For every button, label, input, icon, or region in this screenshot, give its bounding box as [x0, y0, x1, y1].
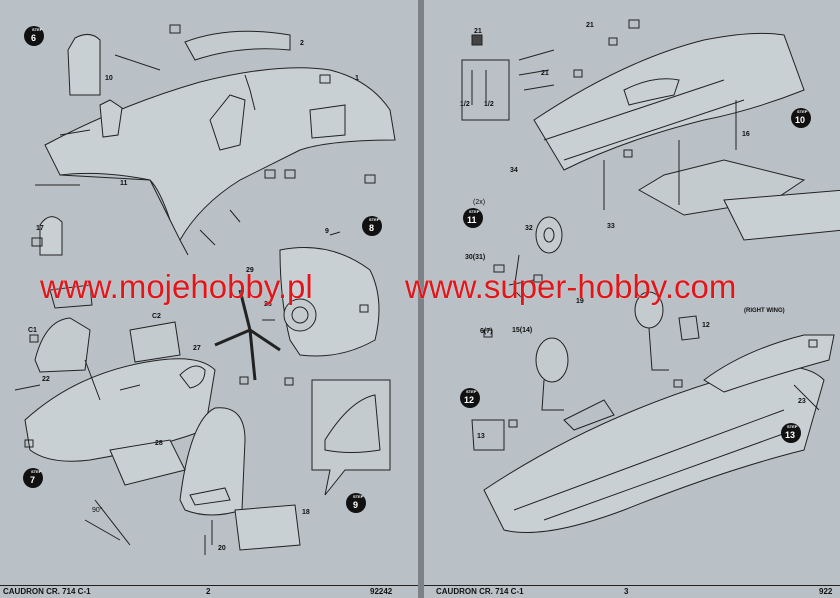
step-11-label: STEP [469, 209, 480, 214]
part-number: 17 [36, 225, 44, 232]
wing-side-label: (RIGHT WING) [744, 308, 785, 314]
left-instruction-page: STEP 6 STEP 7 STEP 8 STEP 9 1 2 10 11 17… [0, 0, 418, 598]
watermark: www.mojehobby.pl www.super-hobby.com [40, 268, 820, 308]
angle-label: 90° [92, 506, 103, 514]
part-number: 21 [474, 28, 482, 35]
part-number: 15(14) [512, 327, 532, 334]
part-number: 33 [607, 223, 615, 230]
left-page-footer: CAUDRON CR. 714 C-1 2 92242 [0, 585, 418, 598]
left-assembly-drawing: STEP 6 STEP 7 STEP 8 STEP 9 1 2 10 11 17… [14, 24, 396, 555]
part-number: 21 [541, 70, 549, 77]
right-page-footer: CAUDRON CR. 714 C-1 3 922 [424, 585, 840, 598]
step-11-number: 11 [467, 215, 477, 225]
left-footer-code: 92242 [370, 587, 393, 596]
right-footer-page-number: 3 [624, 587, 629, 596]
part-number: 2 [300, 40, 304, 47]
left-footer-page-number: 2 [206, 587, 211, 596]
step-6-label: STEP [32, 27, 43, 32]
step-10-marker [791, 108, 811, 128]
step-6-marker [24, 26, 44, 46]
step-12-number: 12 [464, 395, 474, 405]
step-8-number: 8 [369, 223, 374, 233]
part-number: 13 [477, 433, 485, 440]
part-number: 32 [525, 225, 533, 232]
part-number: 21 [586, 22, 594, 29]
watermark-right-url: www.super-hobby.com [405, 268, 737, 305]
step-13-number: 13 [785, 430, 795, 440]
quantity-label: (2x) [473, 199, 485, 206]
page-gutter [418, 0, 424, 598]
part-number: 30(31) [465, 254, 485, 261]
step-12-label: STEP [466, 389, 477, 394]
step-markers-right [460, 108, 811, 443]
part-number: 19 [576, 298, 584, 305]
part-number: 6(7) [480, 328, 492, 335]
part-number: 18 [302, 509, 310, 516]
part-number: 16 [742, 131, 750, 138]
part-number: C1 [28, 327, 37, 334]
watermark-left-url: www.mojehobby.pl [40, 268, 313, 305]
right-assembly-drawing: STEP 10 STEP 11 STEP 12 STEP 13 21 21 21… [460, 19, 840, 533]
part-number: 11 [120, 180, 128, 187]
part-number: 1/2 [460, 101, 470, 108]
part-number: 1/2 [484, 101, 494, 108]
step-9-number: 9 [353, 500, 358, 510]
step-11-marker [463, 208, 483, 228]
part-number: 27 [193, 345, 201, 352]
right-footer-code: 922 [819, 587, 833, 596]
right-footer-title: CAUDRON CR. 714 C-1 [436, 587, 524, 596]
right-instruction-page: STEP 10 STEP 11 STEP 12 STEP 13 21 21 21… [424, 0, 840, 598]
part-number: 28 [155, 440, 163, 447]
left-footer-title: CAUDRON CR. 714 C-1 [3, 587, 91, 596]
step-10-label: STEP [797, 109, 808, 114]
step-8-label: STEP [369, 217, 380, 222]
step-6-number: 6 [31, 33, 36, 43]
part-number: 23 [798, 398, 806, 405]
step-13-label: STEP [787, 424, 798, 429]
part-number: 9 [325, 228, 329, 235]
step-7-label: STEP [31, 469, 42, 474]
step-8-marker [362, 216, 382, 236]
part-number: 20 [218, 545, 226, 552]
step-markers [23, 26, 382, 513]
part-number: 1 [355, 75, 359, 82]
step-13-marker [781, 423, 801, 443]
left-part-numbers: 1 2 10 11 17 22 26 27 28 29 9 18 20 C1 C… [28, 40, 359, 552]
right-part-numbers: 21 21 21 1/2 1/2 34 16 33 32 30(31) 15(1… [460, 22, 806, 440]
step-12-marker [460, 388, 480, 408]
part-number: 22 [42, 376, 50, 383]
part-number: 34 [510, 167, 518, 174]
step-9-label: STEP [353, 494, 364, 499]
step-7-number: 7 [30, 475, 35, 485]
part-number: 10 [105, 75, 113, 82]
step-9-marker [346, 493, 366, 513]
step-7-marker [23, 468, 43, 488]
part-number: 26 [264, 301, 272, 308]
part-number: 29 [246, 267, 254, 274]
part-number: C2 [152, 313, 161, 320]
step-10-number: 10 [795, 115, 805, 125]
part-number: 12 [702, 322, 710, 329]
